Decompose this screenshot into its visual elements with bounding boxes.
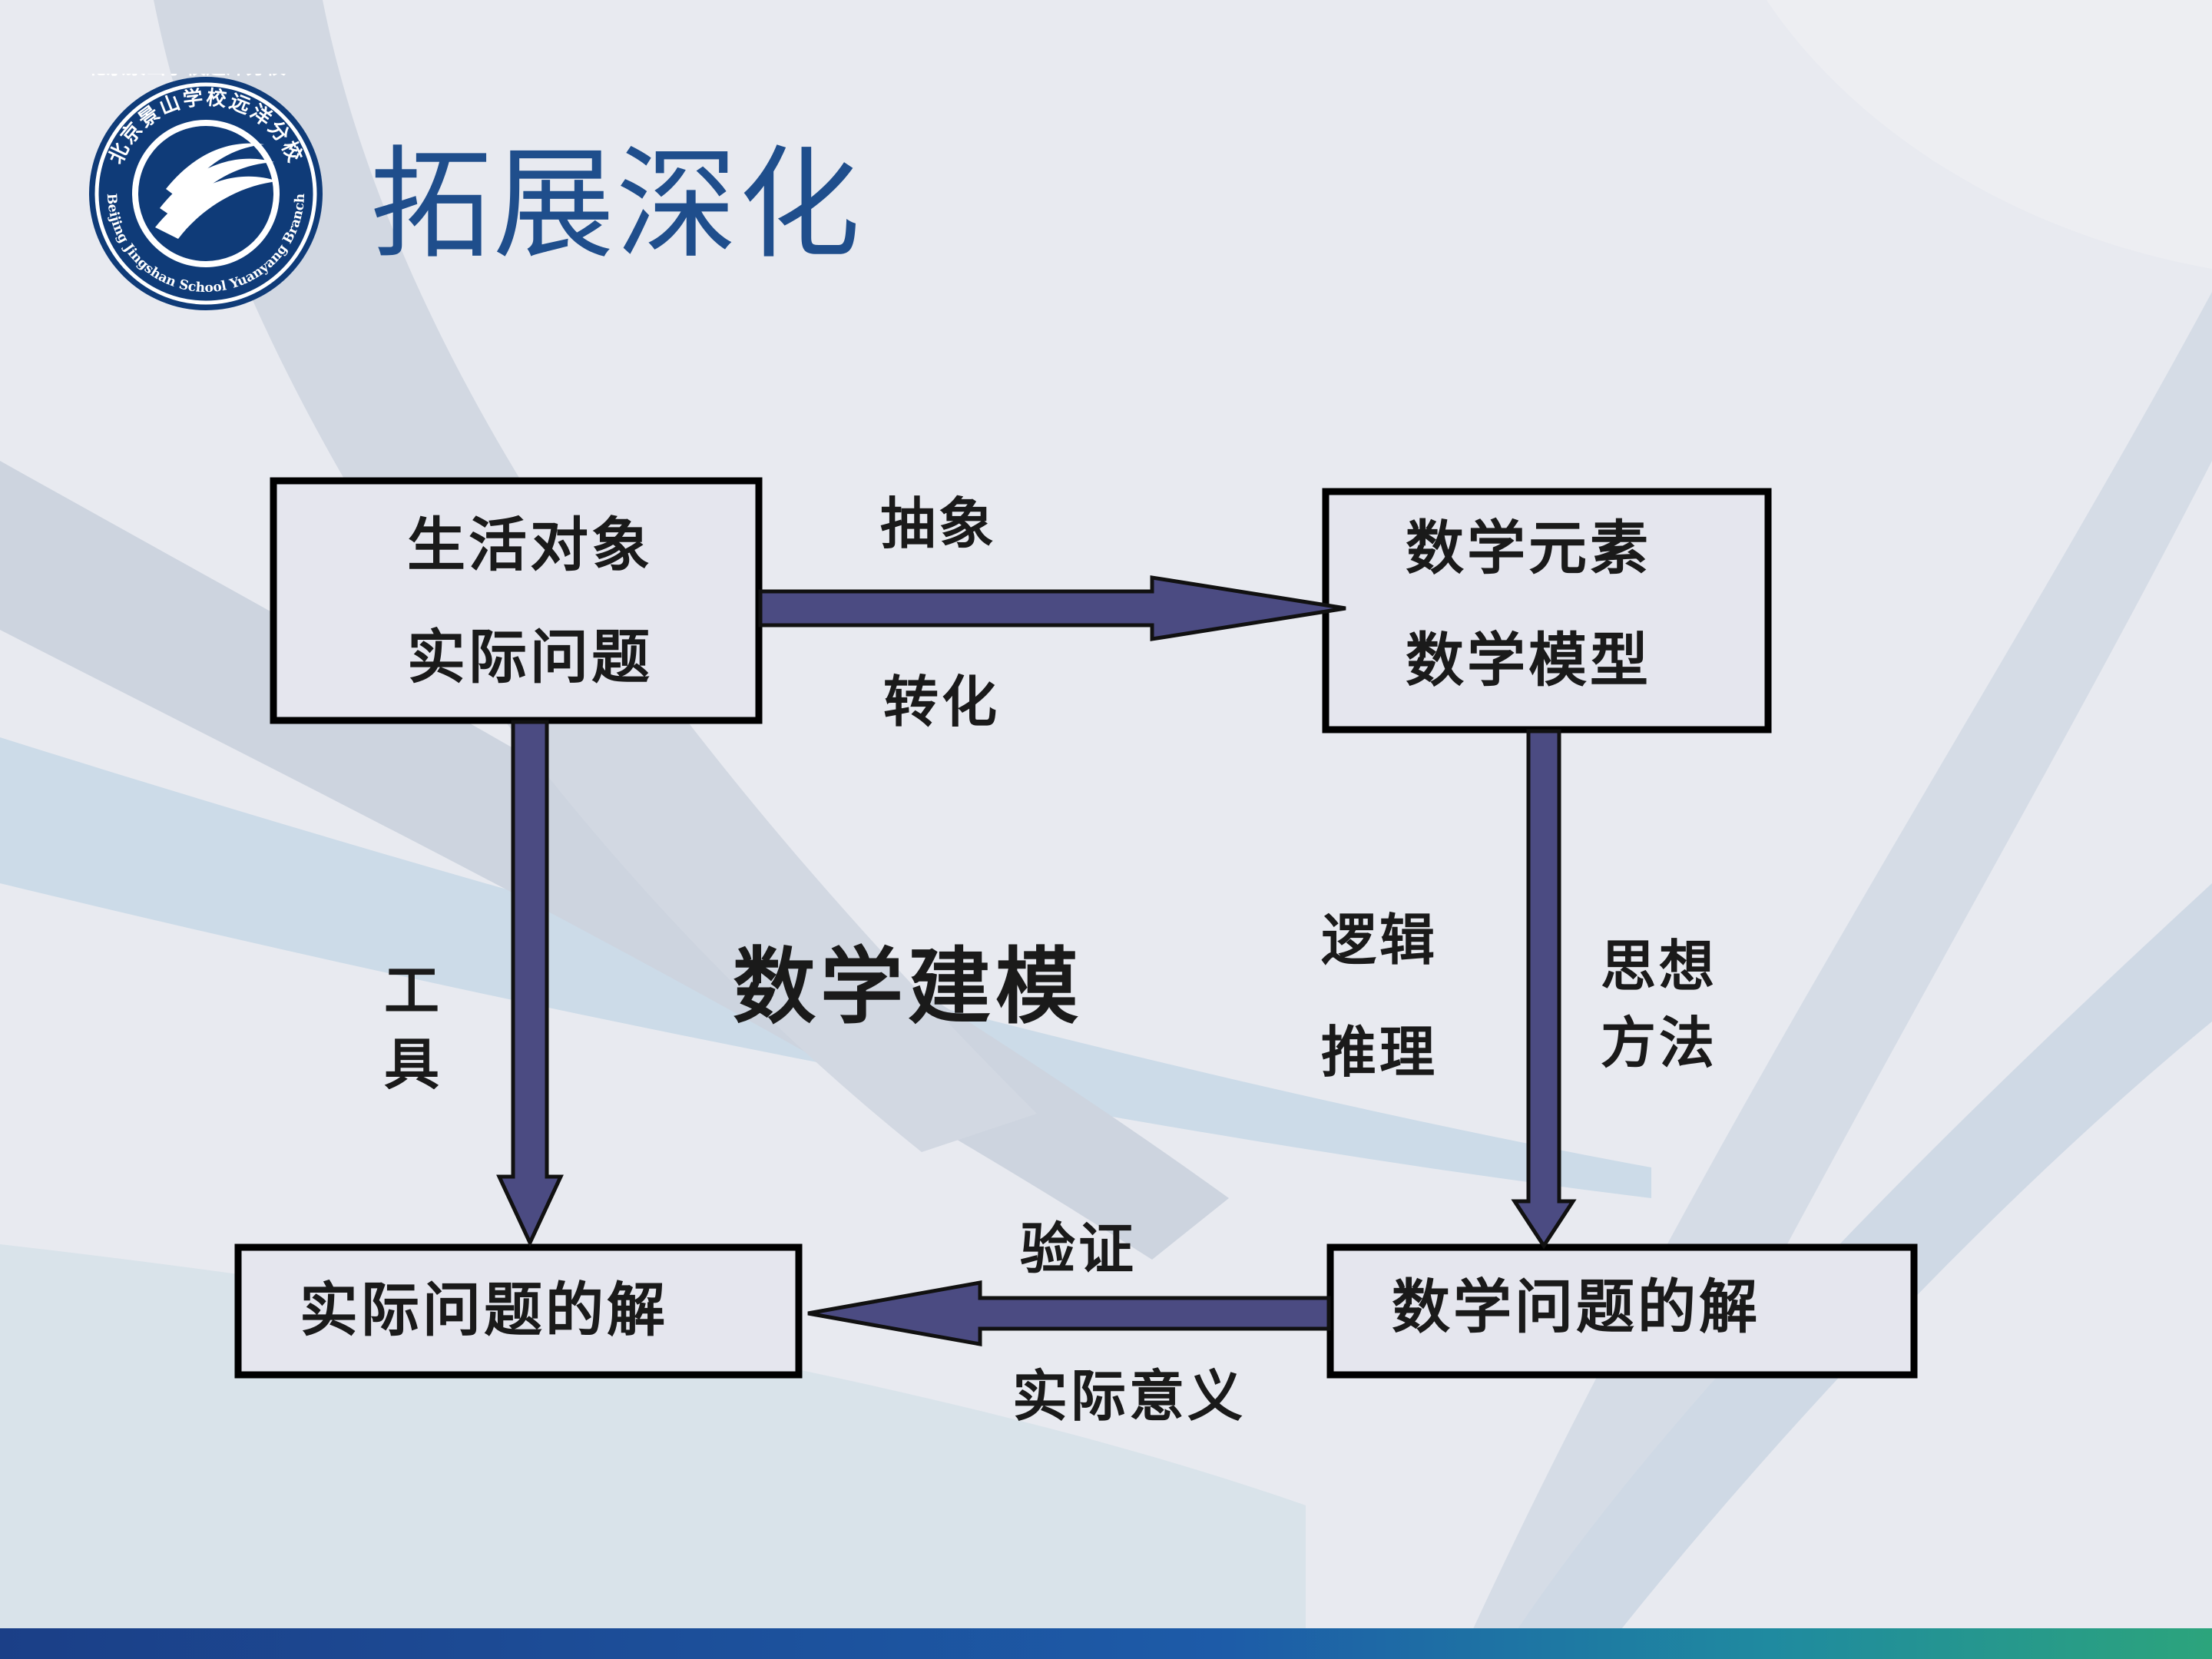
box-life-object: [270, 477, 763, 724]
box-life-object-line1: 生活对象: [407, 511, 653, 579]
slide-title: 拓展深化: [370, 134, 862, 276]
box-life-object-line2: 实际问题: [407, 623, 653, 691]
box-real-solution-label: 实际问题的解: [300, 1276, 668, 1344]
footer-bar: [0, 1628, 2212, 1659]
edge-label-method: 方法: [1601, 1011, 1718, 1075]
edge-label-thought: 思想: [1601, 934, 1718, 998]
edge-label-real-meaning: 实际意义: [1012, 1364, 1247, 1429]
box-math-solution: [1326, 1243, 1918, 1379]
edge-label-transform: 转化: [883, 670, 1001, 734]
arrow-verify: [807, 1280, 1331, 1346]
edge-label-reasoning: 推理: [1321, 1020, 1439, 1084]
box-math-element: [1322, 488, 1772, 733]
arrow-tool: [496, 720, 564, 1247]
bg-swoosh-blue: [0, 737, 1651, 1198]
box-math-solution-label: 数学问题的解: [1392, 1273, 1760, 1341]
bg-highlight-top-right: [1767, 0, 2212, 269]
box-real-solution: [234, 1243, 803, 1379]
edge-label-abstract: 抽象: [880, 492, 998, 556]
center-label-math-modeling: 数学建模: [733, 939, 1084, 1035]
arrow-reasoning: [1511, 729, 1577, 1250]
box-math-element-line1: 数学元素: [1406, 514, 1651, 582]
edge-label-tool-1: 工: [384, 959, 443, 1023]
edge-label-verify: 验证: [1020, 1217, 1137, 1281]
bg-swoosh-grey-2: [154, 0, 1037, 1152]
box-math-element-line2: 数学模型: [1406, 626, 1651, 694]
arrow-abstract: [758, 575, 1346, 641]
logo-text-layer: 北京景山学校远洋分校 Beijing Jingshan School Yuany…: [104, 85, 308, 296]
edge-label-logic: 逻辑: [1321, 908, 1439, 972]
edge-label-tool-2: 具: [384, 1032, 443, 1097]
